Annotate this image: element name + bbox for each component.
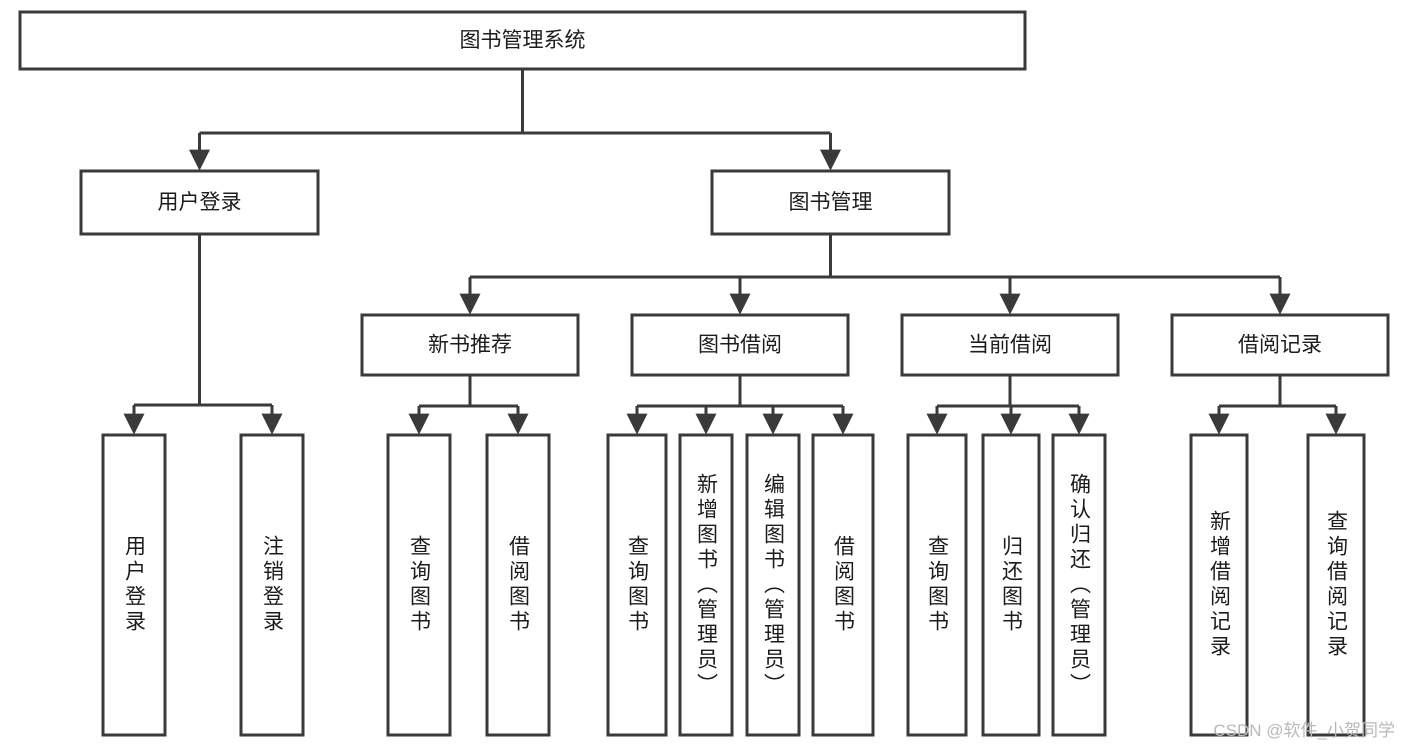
- leaf-node-leaf-add-book[interactable]: [678, 433, 734, 737]
- node-box: [606, 433, 668, 737]
- node-box: [981, 433, 1041, 737]
- node-current-borrow[interactable]: 当前借阅: [900, 313, 1120, 377]
- node-borrow-record[interactable]: 借阅记录: [1170, 313, 1390, 377]
- leaf-node-leaf-borrow-book-1[interactable]: [485, 433, 551, 737]
- leaf-node-leaf-edit-book[interactable]: [745, 433, 801, 737]
- leaf-node-leaf-add-record[interactable]: [1189, 433, 1249, 737]
- leaf-node-leaf-query-book-1[interactable]: [386, 433, 452, 737]
- node-box: [79, 169, 320, 236]
- node-box: [630, 313, 850, 377]
- node-book-manage[interactable]: 图书管理: [710, 169, 951, 236]
- node-box: [745, 433, 801, 737]
- node-box: [485, 433, 551, 737]
- node-root[interactable]: 图书管理系统: [18, 10, 1027, 71]
- leaf-node-leaf-confirm-return[interactable]: [1051, 433, 1107, 737]
- node-box: [678, 433, 734, 737]
- node-box: [386, 433, 452, 737]
- node-box: [360, 313, 580, 377]
- leaf-node-leaf-query-book-2[interactable]: [606, 433, 668, 737]
- node-box: [1189, 433, 1249, 737]
- node-box: [900, 313, 1120, 377]
- node-box: [1051, 433, 1107, 737]
- node-user-login[interactable]: 用户登录: [79, 169, 320, 236]
- node-label: 图书借阅: [698, 334, 782, 357]
- node-box: [1170, 313, 1390, 377]
- node-box: [18, 10, 1027, 71]
- node-label: 图书管理系统: [460, 29, 586, 52]
- leaf-node-leaf-query-record[interactable]: [1306, 433, 1366, 737]
- leaf-node-leaf-user-login[interactable]: [101, 433, 167, 737]
- node-box: [1306, 433, 1366, 737]
- leaf-node-leaf-query-book-3[interactable]: [906, 433, 968, 737]
- leaf-node-leaf-user-logout[interactable]: [239, 433, 305, 737]
- node-label: 当前借阅: [968, 334, 1052, 357]
- node-box: [811, 433, 875, 737]
- watermark-text: CSDN @软件_小贺同学: [1213, 721, 1395, 740]
- node-label: 用户登录: [158, 191, 242, 214]
- leaf-node-leaf-borrow-book-2[interactable]: [811, 433, 875, 737]
- node-box: [906, 433, 968, 737]
- node-box: [710, 169, 951, 236]
- node-book-borrow[interactable]: 图书借阅: [630, 313, 850, 377]
- node-box: [239, 433, 305, 737]
- connector-layer: [123, 69, 1347, 435]
- node-new-book-rec[interactable]: 新书推荐: [360, 313, 580, 377]
- leaf-node-leaf-return-book[interactable]: [981, 433, 1041, 737]
- node-box: [101, 433, 167, 737]
- node-label: 借阅记录: [1238, 334, 1322, 357]
- node-label: 图书管理: [789, 191, 873, 214]
- node-label: 新书推荐: [428, 334, 512, 357]
